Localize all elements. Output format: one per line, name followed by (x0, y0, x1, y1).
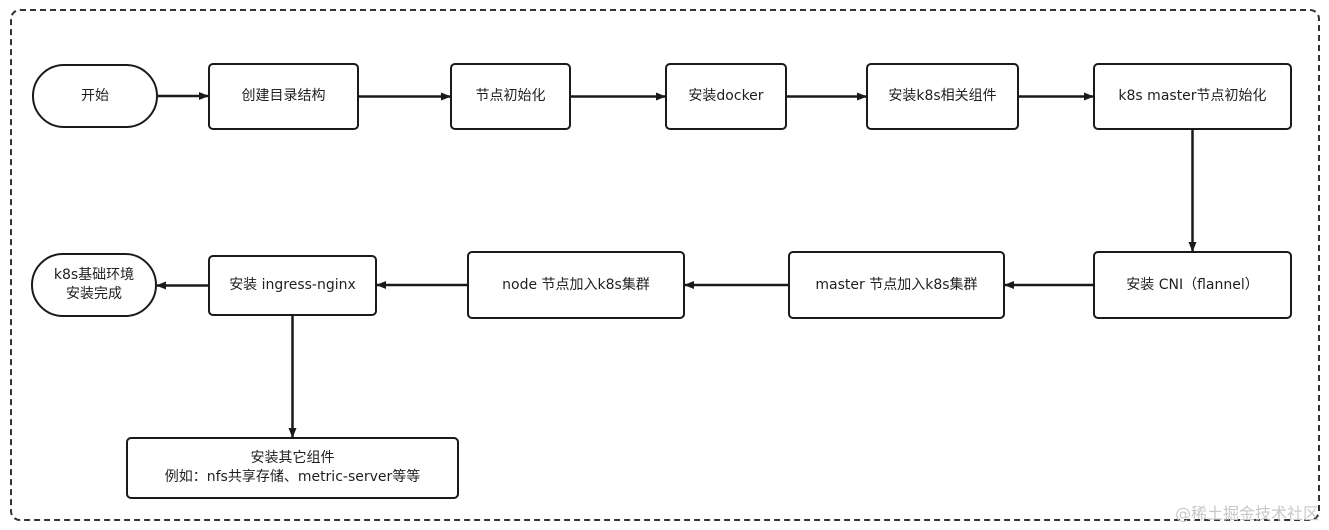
node-label: 开始 (81, 87, 109, 104)
node-master-join: master 节点加入k8s集群 (788, 251, 1005, 319)
node-install-ingress: 安装 ingress-nginx (208, 255, 377, 316)
node-label: 安装k8s相关组件 (888, 88, 997, 104)
node-label: 安装其它组件 例如：nfs共享存储、metric-server等等 (164, 450, 421, 485)
node-other-components: 安装其它组件 例如：nfs共享存储、metric-server等等 (126, 437, 459, 499)
node-create-dirs: 创建目录结构 (208, 63, 359, 130)
node-label: master 节点加入k8s集群 (815, 276, 978, 293)
node-done: k8s基础环境 安装完成 (31, 253, 157, 317)
node-label: k8s基础环境 安装完成 (53, 267, 135, 302)
node-label: 安装docker (688, 88, 764, 104)
node-label: node 节点加入k8s集群 (502, 276, 650, 293)
node-install-docker: 安装docker (665, 63, 787, 130)
node-label: k8s master节点初始化 (1118, 88, 1267, 104)
watermark: @稀土掘金技术社区 (1174, 504, 1319, 523)
node-node-join: node 节点加入k8s集群 (467, 251, 685, 319)
node-node-init: 节点初始化 (450, 63, 571, 130)
node-label: 安装 ingress-nginx (229, 277, 356, 293)
node-label: 节点初始化 (475, 88, 546, 104)
node-label: 安装 CNI（flannel） (1126, 276, 1259, 293)
node-install-cni: 安装 CNI（flannel） (1093, 251, 1292, 319)
dashed-frame (10, 9, 1320, 521)
node-start: 开始 (32, 64, 158, 128)
node-install-k8s-components: 安装k8s相关组件 (866, 63, 1019, 130)
node-label: 创建目录结构 (241, 88, 326, 104)
node-master-init: k8s master节点初始化 (1093, 63, 1292, 130)
